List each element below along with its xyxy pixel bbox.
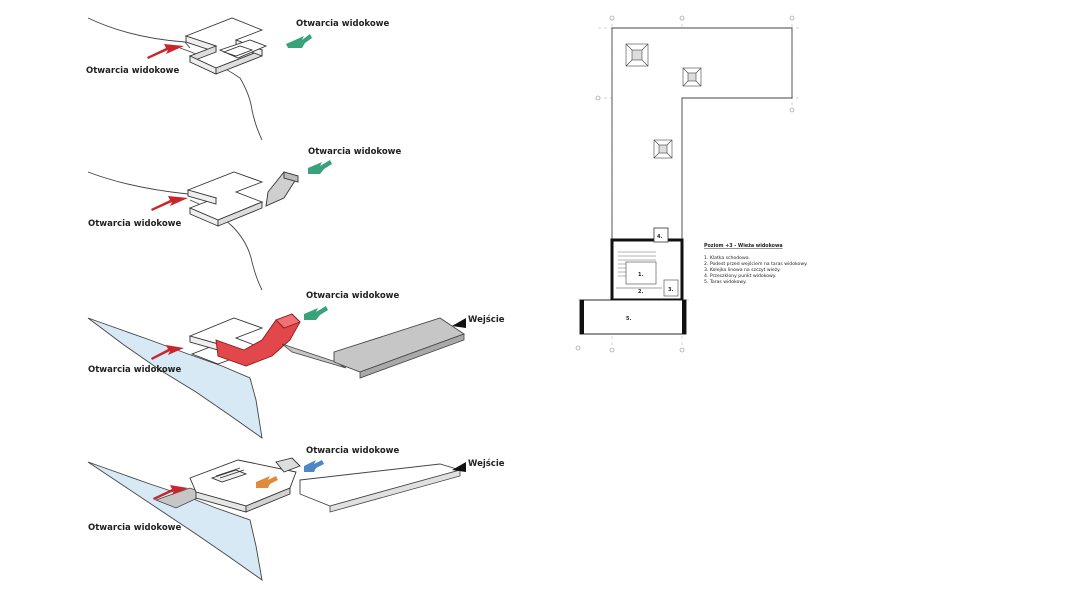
view-arrow-red-icon [147, 44, 184, 59]
view-arrow-green-icon [286, 34, 312, 48]
entrance-marker-icon [452, 318, 466, 328]
axonometric-panel-3: Otwarcia widokowe Otwarcia widokowe Wejś… [87, 291, 505, 439]
access-path [281, 343, 347, 369]
building-volume [184, 17, 268, 75]
view-opening-label: Otwarcia widokowe [88, 365, 182, 375]
room-number: 4. [657, 234, 662, 240]
building-volume [186, 171, 299, 227]
skylight-icon [653, 139, 673, 159]
entrance-marker-icon [452, 462, 466, 472]
view-opening-label: Otwarcia widokowe [88, 219, 182, 229]
view-opening-label: Otwarcia widokowe [296, 19, 390, 29]
view-arrow-green-icon [304, 306, 328, 320]
water-area [87, 317, 263, 439]
viewing-terrace [579, 299, 687, 335]
room-number: 2. [638, 289, 643, 295]
highlighted-tower-volume [215, 313, 301, 367]
stair-core [610, 227, 684, 302]
view-opening-label: Otwarcia widokowe [88, 523, 182, 533]
axonometric-panel-1: Otwarcia widokowe Otwarcia widokowe [86, 17, 390, 141]
legend-item: 5. Taras widokowy. [704, 279, 747, 285]
view-arrow-red-icon [151, 345, 184, 360]
entrance-ramp-side [329, 469, 461, 513]
view-arrow-red-icon [153, 485, 188, 500]
entrance-ramp-side [359, 333, 465, 379]
entrance-label: Wejście [468, 458, 505, 469]
view-opening-label: Otwarcia widokowe [308, 147, 402, 157]
view-arrow-orange-icon [256, 476, 278, 488]
view-opening-label: Otwarcia widokowe [306, 446, 400, 456]
entrance-ramp [299, 463, 462, 507]
view-arrow-red-icon [151, 196, 188, 211]
skylight-icon [682, 67, 702, 87]
skylight-icon [625, 43, 649, 67]
axonometric-panel-4: Otwarcia widokowe Otwarcia widokowe Wejś… [87, 446, 505, 581]
view-arrow-green-icon [308, 160, 332, 174]
entrance-label: Wejście [468, 314, 505, 325]
legend-item: 2. Podest przed wejściem na taras widoko… [704, 260, 808, 267]
grid-markers [575, 15, 795, 353]
room-number: 3. [668, 287, 673, 293]
view-opening-label: Otwarcia widokowe [306, 291, 400, 301]
legend-item: 3. Kolejka linowa na szczyt wieży. [704, 267, 781, 273]
building-cutaway [189, 457, 301, 513]
plan-legend: Poziom +3 - Wieża widokowa 1. Klatka sch… [704, 243, 808, 285]
legend-item: 1. Klatka schodowa. [704, 255, 750, 261]
legend-title: Poziom +3 - Wieża widokowa [704, 243, 783, 249]
room-number: 5. [626, 316, 631, 322]
axonometric-panel-2: Otwarcia widokowe Otwarcia widokowe [87, 147, 402, 291]
room-number: 1. [638, 272, 643, 278]
view-arrow-blue-icon [304, 460, 324, 472]
legend-item: 4. Przeszklony punkt widokowy. [704, 273, 776, 279]
floor-plan: 1. 2. 3. 4. 5. Poziom +3 - Wieża widokow… [575, 15, 808, 353]
view-opening-label: Otwarcia widokowe [86, 66, 180, 76]
